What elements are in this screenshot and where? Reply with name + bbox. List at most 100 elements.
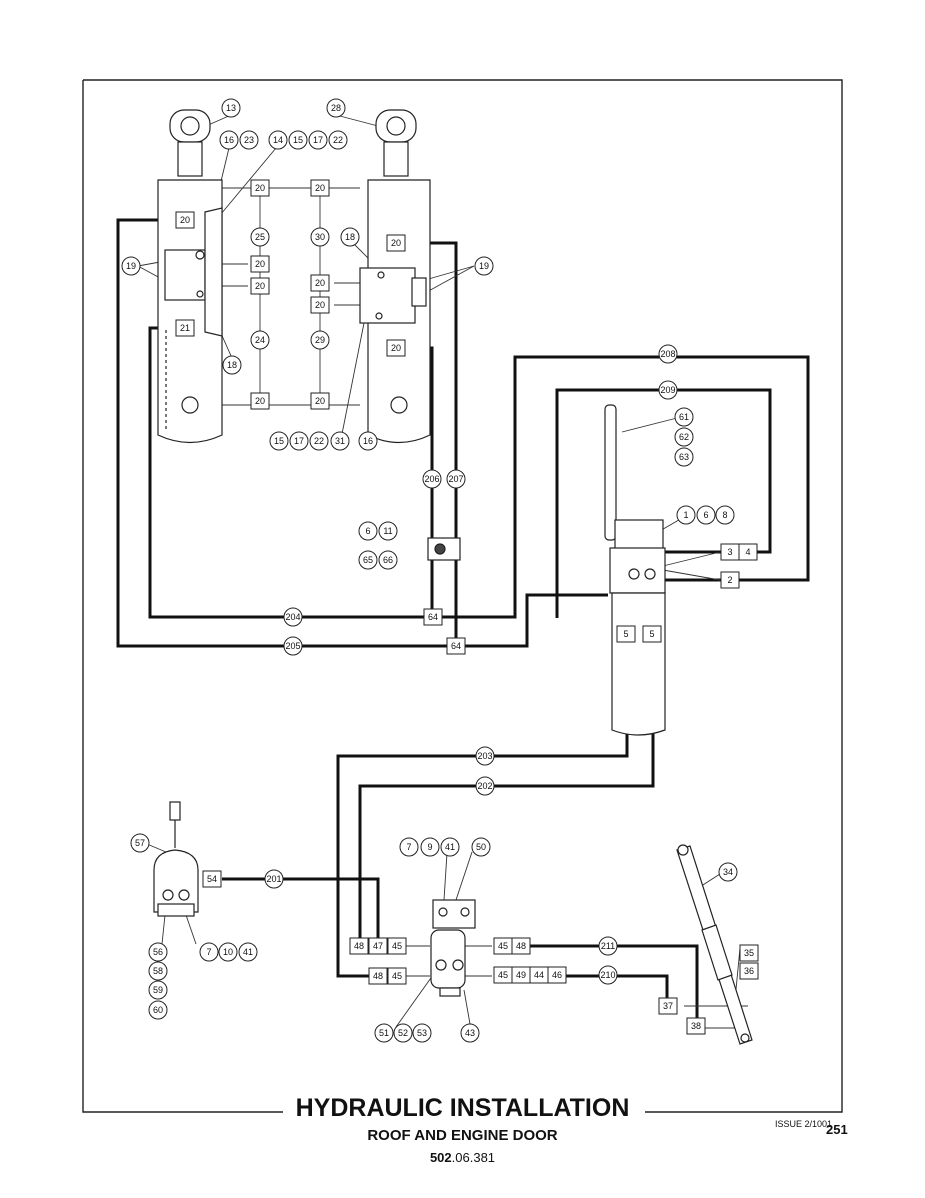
callout-label: 60 — [153, 1005, 163, 1015]
callout-c29: 29 — [310, 330, 330, 350]
part-box-b20_11: 20 — [310, 392, 330, 410]
callout-c202: 202 — [475, 776, 495, 796]
hose-205 — [116, 218, 608, 648]
callout-label: 41 — [243, 947, 253, 957]
callout-c207: 207 — [446, 469, 466, 489]
part-box-b48a: 48 — [349, 937, 369, 955]
callout-c210: 210 — [598, 965, 618, 985]
callout-label: 62 — [679, 432, 689, 442]
tee-fitting — [427, 537, 461, 561]
part-box-label: 64 — [451, 641, 461, 651]
callout-label: 6 — [365, 526, 370, 536]
callout-c15b: 15 — [269, 431, 289, 451]
part-box-b5a: 5 — [616, 625, 636, 643]
drawing-frame — [82, 79, 843, 1113]
doc-number-prefix: 502 — [429, 1150, 452, 1165]
callout-c62: 62 — [674, 427, 694, 447]
part-box-b64a: 64 — [423, 608, 443, 626]
callout-label: 57 — [135, 838, 145, 848]
part-box-b20_1: 20 — [250, 179, 270, 197]
callout-c211: 211 — [598, 936, 618, 956]
callout-label: 58 — [153, 966, 163, 976]
callout-label: 19 — [479, 261, 489, 271]
right-cylinder — [359, 109, 431, 444]
callout-label: 202 — [477, 781, 492, 791]
callout-c18a: 18 — [222, 355, 242, 375]
callout-c205: 205 — [283, 636, 303, 656]
part-box-b20_5: 20 — [250, 392, 270, 410]
part-box-b2: 2 — [720, 571, 740, 589]
callout-label: 43 — [465, 1028, 475, 1038]
callout-c201: 201 — [264, 869, 284, 889]
part-box-label: 49 — [516, 970, 526, 980]
callout-label: 210 — [600, 970, 615, 980]
part-box-b54: 54 — [202, 870, 222, 888]
callout-label: 29 — [315, 335, 325, 345]
part-box-label: 2 — [727, 575, 732, 585]
callout-c34: 34 — [718, 862, 738, 882]
callout-label: 10 — [223, 947, 233, 957]
callout-label: 22 — [314, 436, 324, 446]
part-box-label: 37 — [663, 1001, 673, 1011]
callout-c13: 13 — [221, 98, 241, 118]
callout-c16a: 16 — [219, 130, 239, 150]
part-box-label: 48 — [373, 971, 383, 981]
part-box-b4: 4 — [738, 543, 758, 561]
part-box-label: 47 — [373, 941, 383, 951]
callout-c28: 28 — [326, 98, 346, 118]
part-box-label: 48 — [354, 941, 364, 951]
part-box-label: 20 — [315, 300, 325, 310]
callout-label: 201 — [266, 874, 281, 884]
part-box-b37: 37 — [658, 997, 678, 1015]
engine-door-cylinder — [676, 844, 753, 1045]
callout-label: 8 — [722, 510, 727, 520]
callout-label: 11 — [383, 526, 392, 536]
part-box-b46: 46 — [547, 966, 567, 984]
hand-pump — [604, 404, 666, 736]
callout-c8: 8 — [715, 505, 735, 525]
part-box-label: 20 — [255, 396, 265, 406]
part-box-b48b: 48 — [368, 967, 388, 985]
hose-204 — [148, 326, 810, 619]
callout-c208: 208 — [658, 344, 678, 364]
callout-c24: 24 — [250, 330, 270, 350]
part-box-label: 45 — [392, 971, 402, 981]
callout-label: 208 — [660, 349, 675, 359]
callout-c9: 9 — [420, 837, 440, 857]
part-box-label: 64 — [428, 612, 438, 622]
callout-label: 28 — [331, 103, 341, 113]
part-box-b45d: 45 — [493, 966, 513, 984]
part-box-label: 5 — [623, 629, 628, 639]
callout-c51: 51 — [374, 1023, 394, 1043]
part-box-b20_10: 20 — [386, 339, 406, 357]
callout-c6a: 6 — [696, 505, 716, 525]
callout-label: 23 — [244, 135, 254, 145]
callout-label: 30 — [315, 232, 325, 242]
callout-label: 17 — [313, 135, 323, 145]
callout-label: 63 — [679, 452, 689, 462]
part-box-label: 20 — [180, 215, 190, 225]
callout-c22b: 22 — [309, 431, 329, 451]
callout-c60: 60 — [148, 1000, 168, 1020]
callout-label: 9 — [427, 842, 432, 852]
callout-label: 211 — [601, 941, 615, 951]
callout-c17b: 17 — [289, 431, 309, 451]
callout-c18b: 18 — [340, 227, 360, 247]
callout-label: 16 — [224, 135, 234, 145]
part-box-label: 4 — [745, 547, 750, 557]
part-box-label: 21 — [180, 323, 190, 333]
part-box-b48c: 48 — [511, 937, 531, 955]
part-box-label: 36 — [744, 966, 754, 976]
callout-c41a: 41 — [238, 942, 258, 962]
part-box-label: 48 — [516, 941, 526, 951]
part-box-label: 20 — [315, 183, 325, 193]
part-box-b20_6: 20 — [310, 179, 330, 197]
callout-c6b: 6 — [358, 521, 378, 541]
callout-label: 51 — [379, 1028, 389, 1038]
part-box-b3: 3 — [720, 543, 740, 561]
callout-c22a: 22 — [328, 130, 348, 150]
part-box-b20_2: 20 — [175, 211, 195, 229]
callout-c31: 31 — [330, 431, 350, 451]
part-box-b49: 49 — [511, 966, 531, 984]
callout-label: 205 — [285, 641, 300, 651]
